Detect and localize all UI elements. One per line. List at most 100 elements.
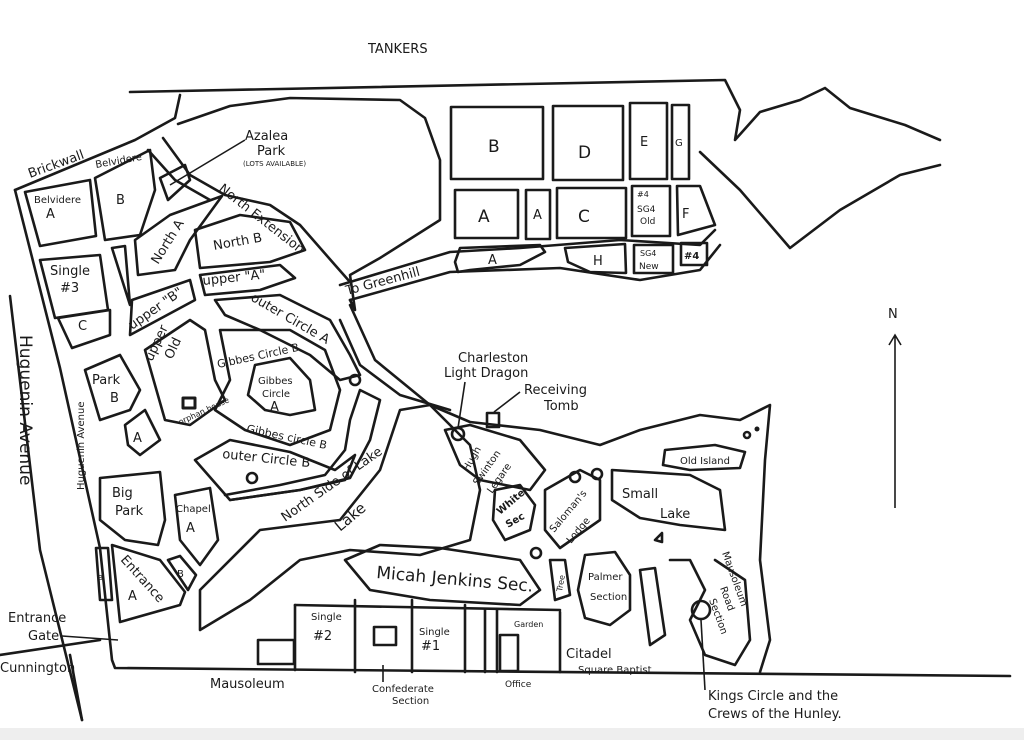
section-num4 — [679, 241, 709, 267]
big-park-label-2: Park — [115, 504, 144, 519]
white-sec-label-2: Sec — [504, 511, 527, 531]
entrance-gate-label: Entrance — [8, 611, 66, 626]
a-left-label: A — [133, 431, 142, 446]
to-greenhill-label: To Greenhill — [343, 265, 422, 299]
scan-edge — [0, 728, 1024, 740]
section-f — [675, 184, 717, 237]
old-island-section — [661, 443, 747, 472]
small-lake-label: Small — [622, 487, 658, 502]
light-dragon-label: Light Dragon — [444, 366, 528, 381]
gibbes-circle-a-section — [246, 356, 317, 417]
palmer-section-label: Section — [590, 592, 627, 603]
sg4-old-num: #4 — [637, 190, 649, 199]
section-a-large — [453, 188, 520, 240]
park-b-letter: B — [110, 391, 119, 406]
small-lake-section — [610, 468, 727, 532]
upper-b-section — [128, 278, 197, 337]
confederate-section-label: Section — [392, 696, 429, 707]
kings-circle-marker — [690, 599, 712, 621]
gibbes-circle-b-bottom-label: Gibbes circle B — [245, 422, 328, 452]
b-strip-label: B — [98, 574, 103, 582]
section-h — [563, 242, 628, 275]
gibbes-circle-a-letter: A — [270, 400, 279, 415]
map-outlines — [0, 78, 1012, 722]
section-a-large-label: A — [478, 207, 490, 227]
azalea-arrow — [169, 139, 246, 186]
receiving-tomb-icon — [485, 411, 501, 429]
belvidere-b-letter: B — [116, 193, 125, 208]
north-b-section — [193, 213, 307, 270]
upper-a-section — [198, 263, 297, 297]
gibbes-circle-b-label: Gibbes Circle B — [216, 341, 300, 371]
section-a-small — [524, 188, 552, 241]
gibbes-circle-a-label-2: Circle — [262, 389, 290, 400]
c-section — [56, 308, 112, 350]
section-c — [555, 186, 628, 240]
confederate-marker — [372, 625, 398, 647]
lots-available-label: (LOTS AVAILABLE) — [243, 160, 306, 168]
north-arrow-icon — [888, 333, 902, 508]
kings-circle-arrow — [700, 619, 706, 691]
tree-label: Tree — [555, 574, 567, 593]
brickwall-label: Brickwall — [26, 148, 86, 182]
azalea-park-label: Azalea — [245, 129, 288, 144]
north-b-label: North B — [212, 231, 263, 254]
salomans-lodge-section — [543, 468, 602, 550]
old-island-label: Old Island — [680, 456, 730, 467]
azalea-park-section — [158, 163, 192, 202]
orphan-house-icon — [181, 396, 197, 410]
single-2-number: #2 — [313, 629, 332, 644]
map-title: TANKERS — [367, 42, 428, 57]
section-g-label: G — [675, 138, 683, 149]
micah-jenkins-label: Micah Jenkins Sec. — [376, 563, 534, 597]
section-a-strip — [453, 243, 547, 274]
single-2-label: Single — [311, 612, 342, 623]
section-sg4-old — [630, 184, 672, 238]
outer-circle-a-section — [213, 293, 362, 382]
lodge-label: Lodge — [565, 516, 593, 546]
lake-label: Lake — [331, 499, 369, 535]
sg4-new-label-2: New — [639, 262, 659, 272]
entrance-a-letter: A — [128, 589, 137, 604]
section-h-label: H — [593, 254, 603, 269]
belvidere-a-letter: A — [46, 207, 55, 222]
park-b-section — [83, 353, 142, 422]
palmer-label: Palmer — [588, 572, 623, 583]
garden-label: Garden — [514, 620, 543, 629]
section-g — [670, 103, 691, 181]
section-f-label: F — [682, 207, 689, 222]
charleston-label: Charleston — [458, 351, 528, 366]
belvidere-b-section — [93, 148, 157, 242]
receiving-label: Receiving — [524, 383, 587, 398]
section-b — [449, 105, 545, 181]
section-e — [628, 101, 669, 181]
palmer-section — [576, 550, 632, 627]
north-a-section — [133, 194, 224, 277]
orphan-house-label: orphan house — [177, 395, 231, 426]
confederate-label: Confederate — [372, 684, 434, 695]
upper-old-section — [143, 318, 227, 427]
gibbes-circle-a-label: Gibbes — [258, 376, 293, 387]
b-small-label: B — [177, 569, 184, 580]
section-b-label: B — [488, 137, 500, 157]
chapel-a-label: Chapel — [176, 504, 211, 515]
belvidere-a-label: Belvidere — [34, 195, 81, 206]
section-d — [551, 104, 625, 182]
lake-area — [198, 403, 482, 632]
park-b-label: Park — [92, 373, 121, 388]
compass-n: N — [888, 307, 898, 322]
sg4-new-label: SG4 — [640, 249, 656, 258]
a-left-section — [123, 408, 162, 457]
b-small-section — [166, 554, 198, 592]
entrance-gate-label-2: Gate — [28, 629, 59, 644]
gibbes-circle-b-section — [213, 328, 342, 447]
huguenin-avenue-large-label: Huguenin Avenue — [15, 335, 35, 485]
kings-circle-label: Kings Circle and the — [708, 689, 838, 704]
section-sg4-new — [632, 243, 675, 275]
upper-a-label: upper "A" — [202, 267, 266, 289]
office-label: Office — [505, 680, 532, 690]
section-a-strip-label: A — [488, 253, 497, 268]
outer-circle-b-label: outer Circle B — [222, 447, 311, 471]
section-c-label: C — [578, 207, 590, 227]
micah-jenkins-section — [343, 543, 542, 607]
